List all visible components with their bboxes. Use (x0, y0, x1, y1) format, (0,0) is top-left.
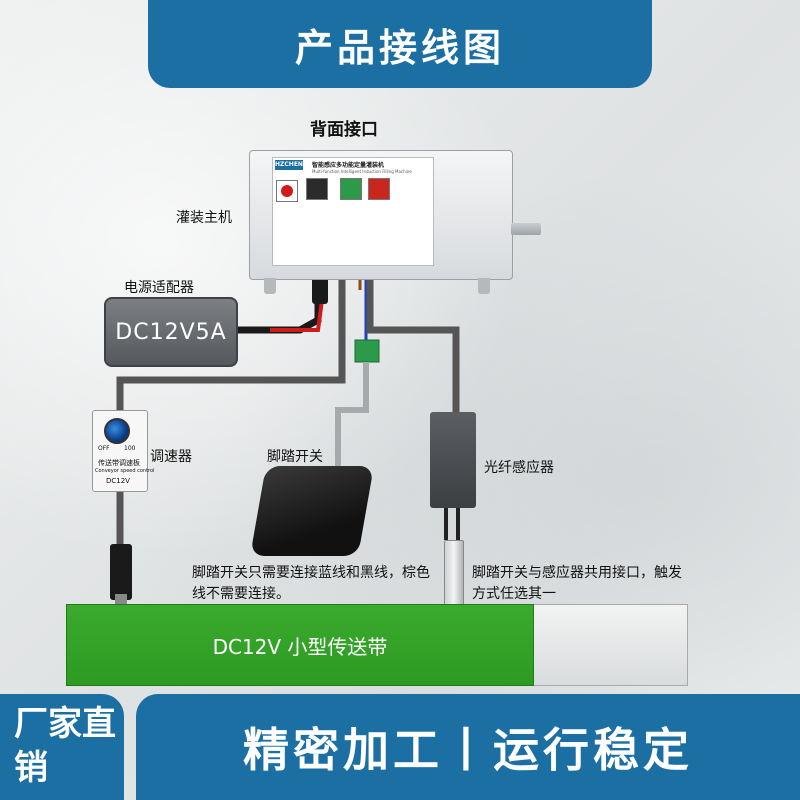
speed-controller-label: 调速器 (150, 449, 192, 465)
rear-interface-label: 背面接口 (310, 120, 378, 140)
foot-switch-label: 脚踏开关 (267, 449, 323, 465)
speed-plug-tip (115, 594, 127, 606)
power-adapter: DC12V5A (104, 297, 238, 367)
foot-switch-note: 脚踏开关只需要连接蓝线和黑线，棕色线不需要连接。 (192, 565, 430, 602)
speed-max-label: 100 (124, 445, 136, 452)
adapter-rating: DC12V5A (115, 319, 227, 345)
device-foot-right (478, 278, 490, 294)
speed-caption-en: Conveyor speed control (95, 468, 155, 474)
footer-slogan: 精密加工丨运行稳定 (243, 723, 693, 777)
sensor-probe (444, 540, 464, 612)
panel-subtitle: Multi-function Intelligent Induction Fil… (312, 169, 412, 174)
device-front-panel (272, 157, 434, 266)
device-foot-left (264, 278, 276, 294)
speed-knob-icon (104, 418, 130, 444)
title-banner: 产品接线图 (148, 0, 652, 88)
panel-port-2 (340, 178, 362, 200)
speed-caption: 传送带调速板 (98, 459, 140, 467)
device-side-knob (511, 223, 541, 235)
conveyor-belt: DC12V 小型传送带 (66, 604, 534, 686)
panel-button-red (276, 180, 298, 202)
panel-port-1 (306, 178, 328, 200)
speed-plug (110, 544, 132, 600)
fiber-sensor (430, 412, 476, 508)
foot-switch (250, 466, 374, 556)
brand-logo: HZCHEN (275, 160, 303, 170)
footer-right: 精密加工丨运行稳定 (136, 694, 800, 800)
sensor-cable (366, 256, 460, 412)
terminal-block-mid (354, 339, 380, 363)
shared-port-note: 脚踏开关与感应器共用接口，触发方式任选其一 (472, 565, 682, 602)
power-red-wire (270, 299, 324, 332)
power-adapter-label: 电源适配器 (124, 280, 194, 296)
footer-left: 厂家直销 (0, 694, 124, 800)
panel-port-3 (368, 178, 390, 200)
fiber-sensor-label: 光纤感应器 (484, 460, 554, 476)
speed-cable (116, 256, 346, 410)
panel-title: 智能感应多功能定量灌装机 (312, 162, 385, 169)
conveyor-label: DC12V 小型传送带 (212, 634, 388, 659)
speed-off-label: OFF (98, 445, 110, 452)
page-title: 产品接线图 (294, 25, 505, 70)
footswitch-cable-lower (335, 362, 369, 470)
speed-voltage: DC12V (106, 477, 130, 485)
main-unit-label: 灌装主机 (176, 210, 232, 226)
